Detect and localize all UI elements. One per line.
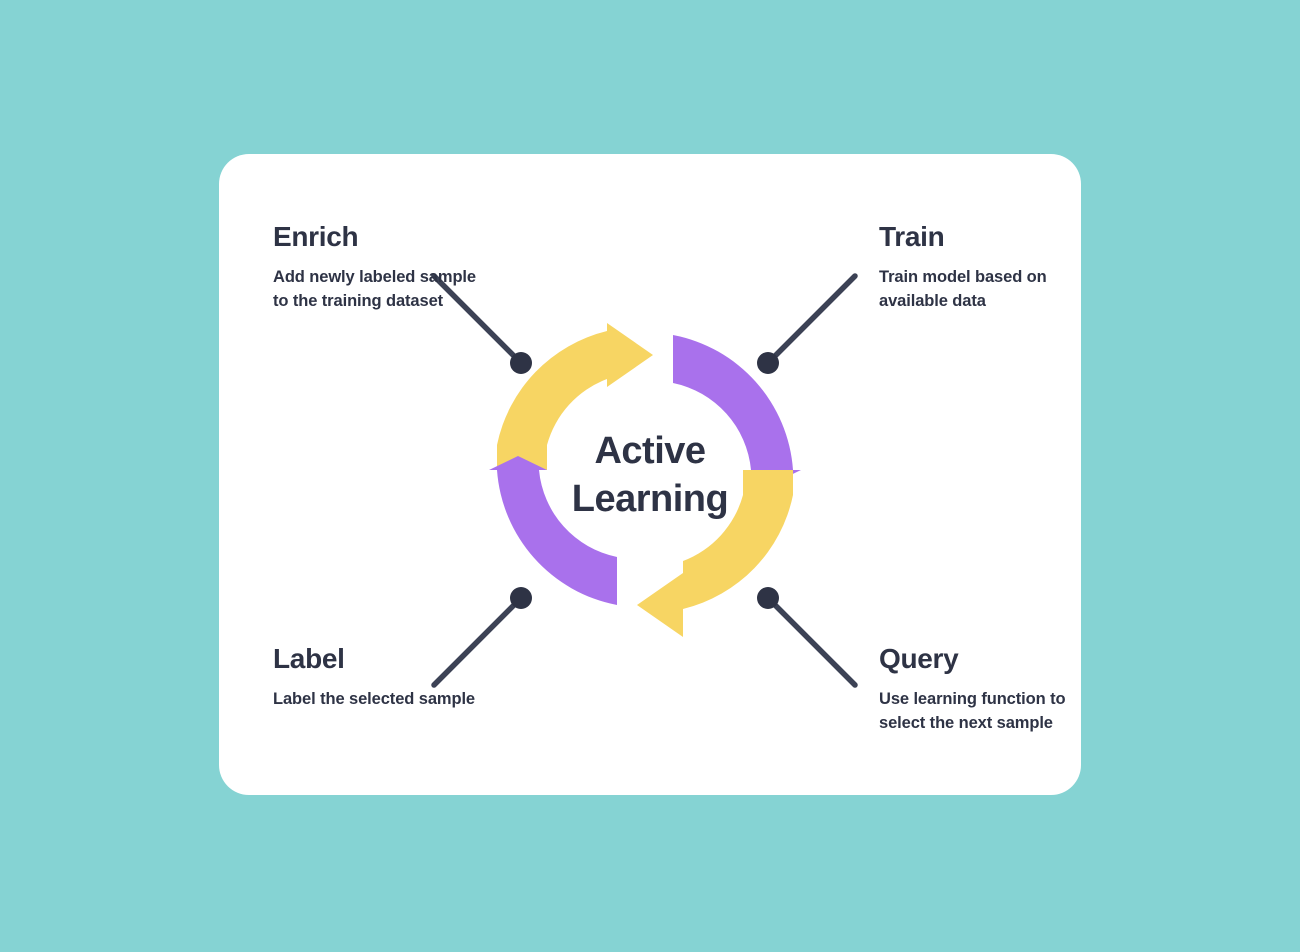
node-enrich-title: Enrich bbox=[273, 221, 359, 252]
arrow-segment-train bbox=[673, 335, 801, 484]
connector-dot-query bbox=[757, 587, 779, 609]
connector-line-train bbox=[765, 273, 858, 366]
node-train-title: Train bbox=[879, 221, 945, 252]
node-train-description: Train model based on available data bbox=[879, 267, 1047, 310]
connector-dot-train bbox=[757, 352, 779, 374]
node-label-title: Label bbox=[273, 643, 345, 674]
node-enrich: Enrich Add newly labeled sample to the t… bbox=[273, 221, 488, 314]
arrow-segment-enrich bbox=[497, 323, 653, 470]
connector-dot-enrich bbox=[510, 352, 532, 374]
connector-dots bbox=[510, 352, 779, 609]
active-learning-cycle bbox=[431, 273, 858, 688]
connector-line-label bbox=[431, 595, 524, 688]
node-train: Train Train model based on available dat… bbox=[879, 221, 1094, 314]
node-enrich-description: Add newly labeled sample to the training… bbox=[273, 267, 476, 310]
node-label-description: Label the selected sample bbox=[273, 689, 476, 708]
connector-dot-label bbox=[510, 587, 532, 609]
connector-lines bbox=[431, 273, 858, 688]
connector-line-enrich bbox=[431, 273, 524, 366]
node-query-title: Query bbox=[879, 643, 959, 674]
arrow-segment-label bbox=[489, 456, 617, 605]
diagram-card bbox=[219, 154, 1081, 795]
node-query-description: Use learning function to select the next… bbox=[879, 689, 1066, 732]
arrow-segment-query bbox=[637, 470, 793, 637]
node-query: Query Use learning function to select th… bbox=[879, 643, 1094, 736]
node-label: Label Label the selected sample bbox=[273, 643, 488, 712]
connector-line-query bbox=[765, 595, 858, 688]
